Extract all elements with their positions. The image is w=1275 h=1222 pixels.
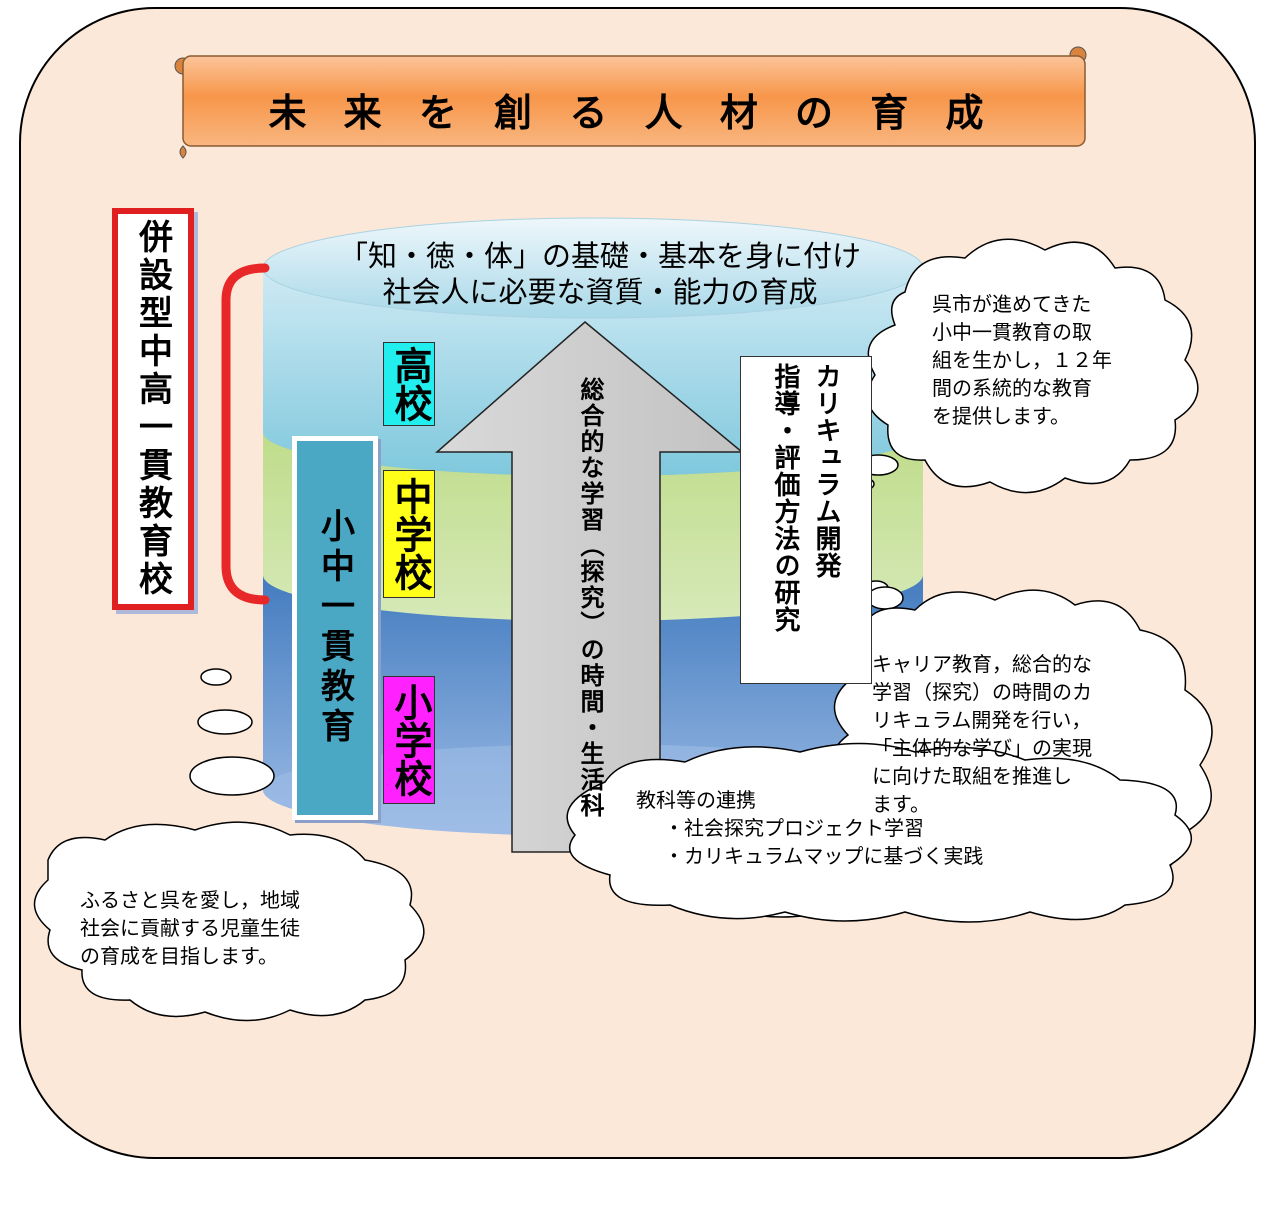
cloud-subjects bbox=[566, 742, 1193, 923]
cloud-career-line: キャリア教育，総合的な bbox=[872, 652, 1092, 676]
cloud-furusato bbox=[33, 821, 425, 1022]
side-title: 併設型中高一貫教育校 bbox=[112, 208, 194, 610]
curriculum-line1: カリキュラム開発 bbox=[811, 363, 841, 579]
cloud-kure-line: 呉市が進めてきた bbox=[932, 292, 1092, 316]
cloud-career-line: ます。 bbox=[872, 792, 930, 816]
cloud-kure-text: 呉市が進めてきた 小中一貫教育の取 組を生かし，１２年 間の系統的な教育 を提供… bbox=[932, 290, 1172, 430]
curriculum-line2: 指導・評価方法の研究 bbox=[770, 363, 800, 633]
main-title: 未 来 を 創 る 人 材 の 育 成 bbox=[268, 90, 996, 135]
cloud-career-line: リキュラム開発を行い， bbox=[872, 708, 1092, 732]
cloud-kure-line: を提供します。 bbox=[932, 404, 1070, 428]
cloud-kure-line: 小中一貫教育の取 bbox=[932, 320, 1092, 344]
cloud-subjects-text: 教科等の連携 ・社会探究プロジェクト学習 ・カリキュラムマップに基づく実践 bbox=[636, 786, 1076, 870]
cloud-career-line: 「主体的な学び」の実現 bbox=[872, 736, 1092, 760]
cloud-kure-line: 組を生かし，１２年 bbox=[932, 348, 1112, 372]
cloud-furusato-line: 社会に貢献する児童生徒 bbox=[80, 916, 300, 940]
cloud-furusato-text: ふるさと呉を愛し，地域 社会に貢献する児童生徒 の育成を目指します。 bbox=[80, 886, 380, 970]
title-banner bbox=[174, 46, 1087, 159]
cloud-furusato-line: の育成を目指します。 bbox=[80, 944, 278, 968]
elementary-box: 小学校 bbox=[383, 676, 435, 804]
cloud-kure-line: 間の系統的な教育 bbox=[932, 376, 1092, 400]
red-bracket bbox=[221, 263, 270, 605]
cylinder-top-line1: 「知・徳・体」の基礎・基本を身に付け bbox=[338, 239, 861, 273]
cloud-subjects-line: ・カリキュラムマップに基づく実践 bbox=[664, 844, 984, 868]
cloud-career-line: 学習（探究）の時間のカ bbox=[872, 680, 1092, 704]
curriculum-box: カリキュラム開発 指導・評価方法の研究 bbox=[740, 356, 872, 684]
cylinder-top-line2: 社会人に必要な資質・能力の育成 bbox=[382, 275, 818, 309]
cloud-subjects-line: ・社会探究プロジェクト学習 bbox=[664, 816, 924, 840]
high-school-box: 高校 bbox=[383, 342, 435, 426]
cloud-career-line: に向けた取組を推進し bbox=[872, 764, 1072, 788]
cloud-career-text: キャリア教育，総合的な 学習（探究）の時間のカ リキュラム開発を行い， 「主体的… bbox=[872, 650, 1172, 818]
cloud-furusato-line: ふるさと呉を愛し，地域 bbox=[80, 888, 300, 912]
cylinder-top-text: 「知・徳・体」の基礎・基本を身に付け 社会人に必要な資質・能力の育成 bbox=[320, 238, 880, 310]
junior-high-box: 中学校 bbox=[383, 470, 435, 598]
elem-mid-integrated-box: 小中一貫教育 bbox=[292, 436, 378, 820]
cloud-subjects-line: 教科等の連携 bbox=[636, 788, 756, 812]
arrow-label: 総合的な学習（探究）の時間・生活科 bbox=[576, 377, 604, 819]
